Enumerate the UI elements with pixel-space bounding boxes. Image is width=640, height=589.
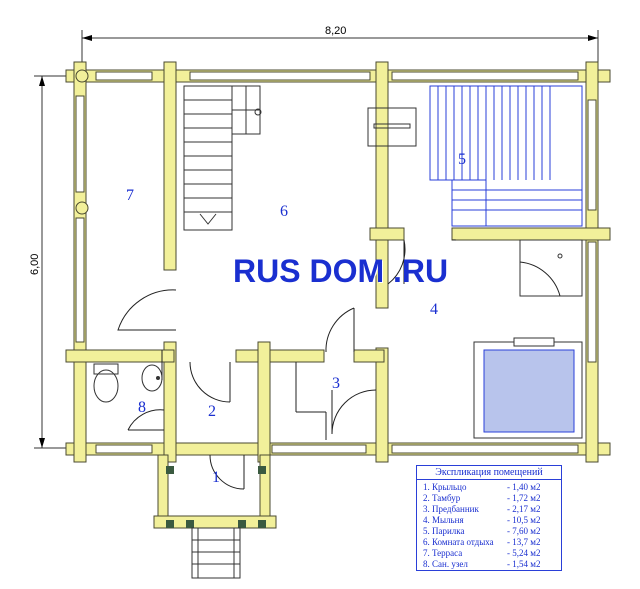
shower <box>519 239 583 297</box>
legend-list: 1. Крыльцо - 1,40 м2 2. Тамбур - 1,72 м2 3… <box>417 482 561 570</box>
legend-item-area: - 13,7 м2 <box>507 537 541 547</box>
room-number-7: 7 <box>126 187 134 204</box>
staircase <box>183 85 262 231</box>
legend-item: 6. Комната отдыха - 13,7 м2 <box>423 537 561 548</box>
legend-item-name: 7. Терраса <box>423 548 463 558</box>
doors <box>117 239 457 490</box>
brand-watermark: RUS DOM .RU <box>233 253 449 289</box>
legend-item-area: - 1,72 м2 <box>507 493 541 503</box>
room-number-3: 3 <box>332 375 340 392</box>
legend-item-area: - 7,60 м2 <box>507 526 541 536</box>
room-number-4: 4 <box>430 301 438 318</box>
legend-item-name: 4. Мыльня <box>423 515 464 525</box>
toilet <box>93 363 163 403</box>
log-ends <box>75 69 266 528</box>
dimension-height-label: 6,00 <box>29 254 41 275</box>
room-number-2: 2 <box>208 403 216 420</box>
legend-item: 5. Парилка - 7,60 м2 <box>423 526 561 537</box>
legend-item: 3. Предбанник - 2,17 м2 <box>423 504 561 515</box>
room-labels: 1 2 3 4 5 6 7 8 <box>126 151 466 486</box>
plunge-pool <box>473 337 583 439</box>
legend-item-name: 5. Парилка <box>423 526 465 536</box>
windows <box>75 71 597 454</box>
dimension-left: 6,00 <box>29 75 74 449</box>
legend-item: 7. Терраса - 5,24 м2 <box>423 548 561 559</box>
legend-item-area: - 10,5 м2 <box>507 515 541 525</box>
legend-item-area: - 5,24 м2 <box>507 548 541 558</box>
room-number-8: 8 <box>138 399 146 416</box>
porch-steps <box>191 527 241 579</box>
room-number-1: 1 <box>212 469 220 486</box>
room-legend: Экспликация помещений 1. Крыльцо - 1,40 м… <box>416 465 562 571</box>
stove <box>367 107 417 147</box>
legend-item-name: 2. Тамбур <box>423 493 461 503</box>
legend-item-name: 3. Предбанник <box>423 504 479 514</box>
legend-title: Экспликация помещений <box>417 466 561 480</box>
legend-item-name: 6. Комната отдыха <box>423 537 494 547</box>
legend-item-name: 1. Крыльцо <box>423 482 467 492</box>
steam-benches <box>429 85 583 227</box>
legend-item-area: - 1,40 м2 <box>507 482 541 492</box>
legend-item: 1. Крыльцо - 1,40 м2 <box>423 482 561 493</box>
legend-item-name: 8. Сан. узел <box>423 559 468 569</box>
dimension-width-label: 8,20 <box>325 25 346 37</box>
legend-item-area: - 2,17 м2 <box>507 504 541 514</box>
dimension-top: 8,20 <box>81 25 599 66</box>
legend-item-area: - 1,54 м2 <box>507 559 541 569</box>
room-number-5: 5 <box>458 151 466 168</box>
legend-item: 8. Сан. узел - 1,54 м2 <box>423 559 561 570</box>
legend-item: 2. Тамбур - 1,72 м2 <box>423 493 561 504</box>
legend-item: 4. Мыльня - 10,5 м2 <box>423 515 561 526</box>
room-number-6: 6 <box>280 203 288 220</box>
